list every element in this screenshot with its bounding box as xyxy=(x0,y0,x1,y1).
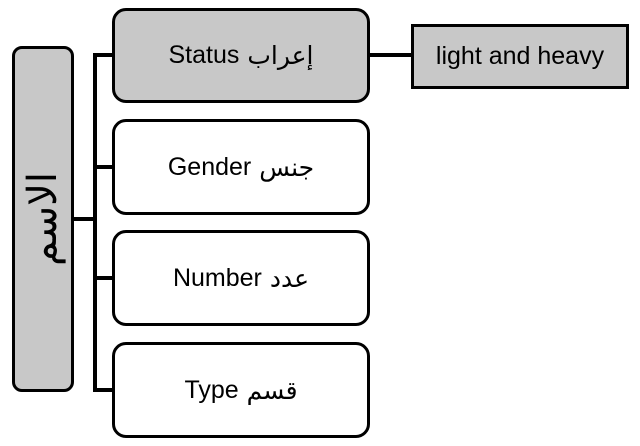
gender-node: Gender جنس xyxy=(112,119,370,215)
root-node: الاسم xyxy=(12,46,74,392)
status-value-label: light and heavy xyxy=(435,42,605,70)
type-node: Type قسم xyxy=(112,342,370,438)
status-label-ar: إعراب xyxy=(247,41,314,70)
root-label: الاسم xyxy=(20,171,66,267)
number-node: Number عدد xyxy=(112,230,370,326)
type-label-en: Type xyxy=(184,375,239,404)
gender-label-en: Gender xyxy=(167,152,252,181)
number-label-en: Number xyxy=(172,263,262,292)
status-label-en: Status xyxy=(168,41,240,69)
status-value-node: light and heavy xyxy=(411,24,629,89)
status-node: Status إعراب xyxy=(112,8,370,103)
number-label-ar: عدد xyxy=(269,263,310,293)
type-label-ar: قسم xyxy=(246,375,298,405)
gender-label-ar: جنس xyxy=(259,152,315,182)
